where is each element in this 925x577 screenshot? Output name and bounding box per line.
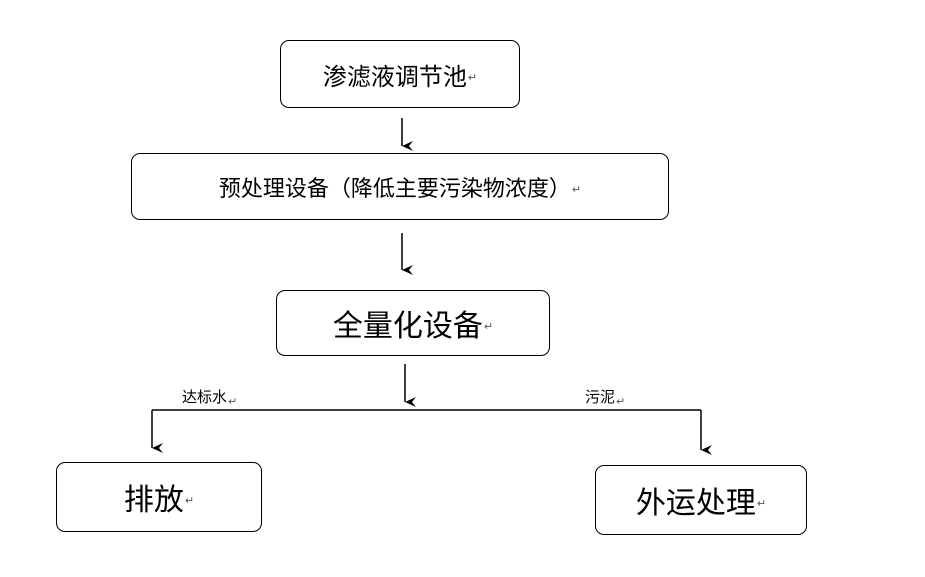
paragraph-mark: ↵ xyxy=(483,319,494,333)
paragraph-mark: ↵ xyxy=(228,395,238,408)
node-leachate-pool-label: 渗滤液调节池 xyxy=(322,62,467,91)
edge-label-standard-water-text: 达标水 xyxy=(182,388,228,406)
paragraph-mark: ↵ xyxy=(571,183,582,196)
node-pretreatment: 预处理设备（降低主要污染物浓度）↵ xyxy=(131,153,669,220)
node-pretreatment-label: 预处理设备（降低主要污染物浓度） xyxy=(218,176,571,202)
node-offsite: 外运处理↵ xyxy=(595,465,807,535)
paragraph-mark: ↵ xyxy=(467,70,478,84)
node-full-treatment: 全量化设备↵ xyxy=(276,290,550,356)
node-discharge-label: 排放 xyxy=(123,483,184,518)
node-offsite-label: 外运处理 xyxy=(635,486,756,521)
paragraph-mark: ↵ xyxy=(616,395,626,408)
edge-label-sludge-text: 污泥 xyxy=(585,388,616,406)
node-leachate-pool: 渗滤液调节池↵ xyxy=(280,40,520,108)
paragraph-mark: ↵ xyxy=(756,496,767,510)
edge-label-standard-water: 达标水↵ xyxy=(182,386,238,408)
paragraph-mark: ↵ xyxy=(184,493,195,507)
edge-label-sludge: 污泥↵ xyxy=(585,386,626,408)
node-full-treatment-label: 全量化设备 xyxy=(332,309,483,344)
node-discharge: 排放↵ xyxy=(56,462,262,532)
